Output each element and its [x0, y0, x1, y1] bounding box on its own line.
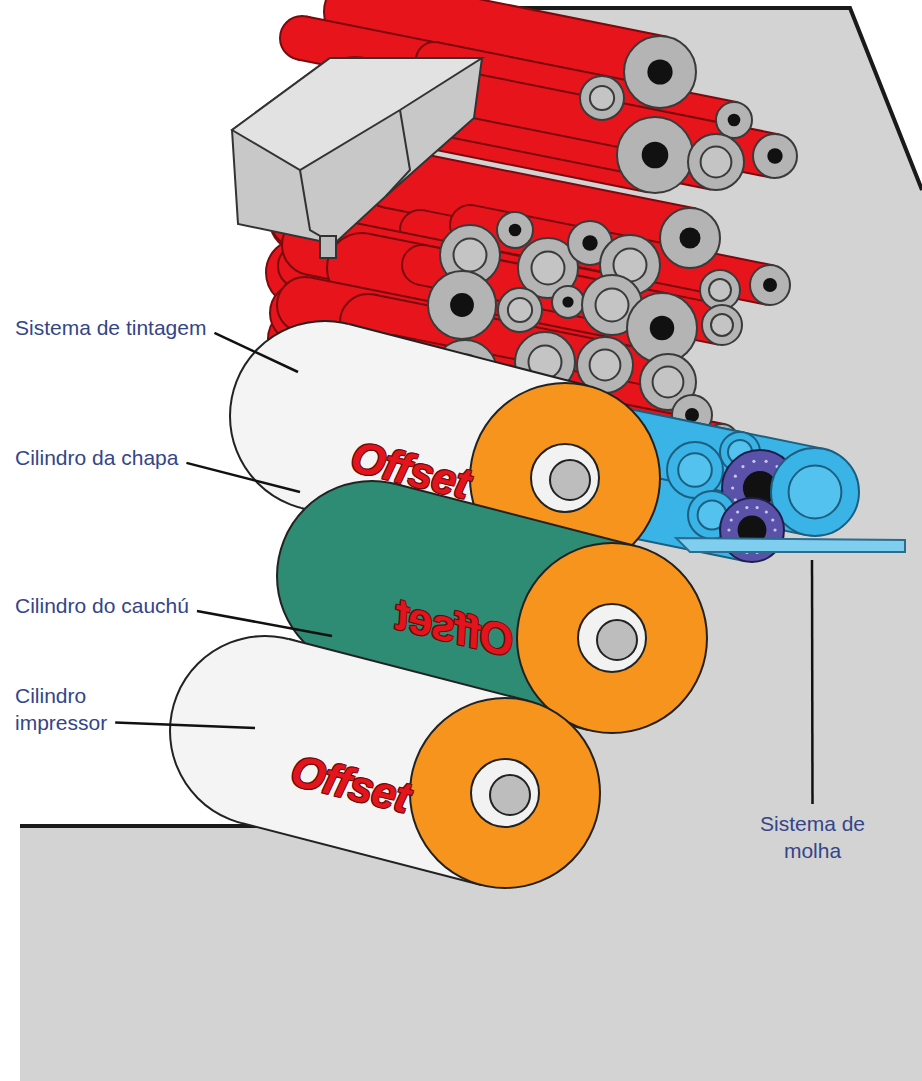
roller-axle: [763, 278, 777, 292]
damper-texture: [731, 486, 734, 489]
roller-end: [580, 76, 624, 120]
roller-end: [750, 265, 790, 305]
main-cylinders: [170, 321, 707, 888]
part-label: Cilindro impressor: [15, 682, 145, 736]
roller-axle: [647, 59, 672, 84]
cylinder-body: [349, 324, 589, 386]
ink-fountain: [386, 110, 410, 196]
cylinder-axle: [550, 460, 590, 500]
leader-line: [197, 611, 332, 636]
cylinder-hub: [578, 604, 646, 672]
roller-axle: [642, 142, 669, 169]
roller-axle: [728, 114, 741, 127]
roller-end: [660, 208, 720, 268]
roller-axle: [650, 316, 675, 341]
roller-axle: [562, 296, 573, 307]
cylinder-axle: [597, 620, 637, 660]
damper-texture: [773, 528, 776, 531]
damper-texture: [764, 460, 767, 463]
roller-axle: [590, 350, 621, 381]
roller-body: [367, 0, 667, 37]
roller-end: [552, 286, 584, 318]
damper-texture: [771, 518, 774, 521]
roller-end: [498, 288, 542, 332]
roller-end: [702, 305, 742, 345]
roller-axle: [709, 279, 731, 301]
leader-line: [811, 560, 814, 804]
damper-axle: [789, 466, 842, 519]
roller-axle: [454, 239, 487, 272]
damper-texture: [730, 518, 733, 521]
roller-axle: [582, 235, 597, 250]
roller-end: [700, 270, 740, 310]
roller-end: [753, 134, 797, 178]
cylinder-axle: [490, 775, 530, 815]
ink-fountain: [300, 170, 334, 244]
ink-fountain: [232, 58, 482, 170]
roller-end: [627, 293, 697, 363]
part-label: Cilindro da chapa: [15, 444, 275, 471]
roller-axle: [590, 86, 614, 110]
damper-texture: [756, 506, 759, 509]
part-label: Cilindro do cauchú: [15, 592, 275, 619]
part-label: Sistema de molha: [755, 810, 870, 864]
part-label: Sistema de tintagem: [15, 314, 275, 341]
water-tray: [676, 538, 905, 552]
leader-line: [214, 333, 298, 372]
roller-end: [688, 134, 744, 190]
roller-end: [716, 102, 752, 138]
damper-texture: [752, 460, 755, 463]
cylinder-hub: [471, 759, 539, 827]
roller-end: [617, 117, 693, 193]
roller-axle: [653, 367, 684, 398]
roller-axle: [680, 228, 701, 249]
roller-axle: [509, 224, 522, 237]
roller-end: [497, 212, 533, 248]
damper-texture: [745, 506, 748, 509]
damper-texture: [765, 510, 768, 513]
roller-axle: [508, 298, 532, 322]
damper-texture: [734, 475, 737, 478]
machine-frame: [20, 8, 922, 1081]
cylinder-end: [517, 543, 707, 733]
leader-line: [115, 723, 255, 729]
roller-axle: [701, 147, 732, 178]
damper-texture: [741, 465, 744, 468]
damper-end: [667, 442, 723, 498]
leader-line: [186, 463, 300, 492]
roller-axle: [767, 148, 782, 163]
damper-texture: [727, 528, 730, 531]
roller-axle: [596, 289, 629, 322]
roller-axle: [711, 314, 733, 336]
cylinder-end: [410, 698, 600, 888]
damper-axle: [678, 453, 712, 487]
roller-end: [428, 271, 496, 339]
cylinder-hub: [531, 444, 599, 512]
leader-lines: [115, 333, 812, 804]
roller-end: [624, 36, 696, 108]
roller-axle: [532, 252, 565, 285]
roller-axle: [450, 293, 474, 317]
ink-fountain: [320, 236, 336, 258]
ink-fountain: [232, 58, 482, 244]
damper-texture: [736, 510, 739, 513]
